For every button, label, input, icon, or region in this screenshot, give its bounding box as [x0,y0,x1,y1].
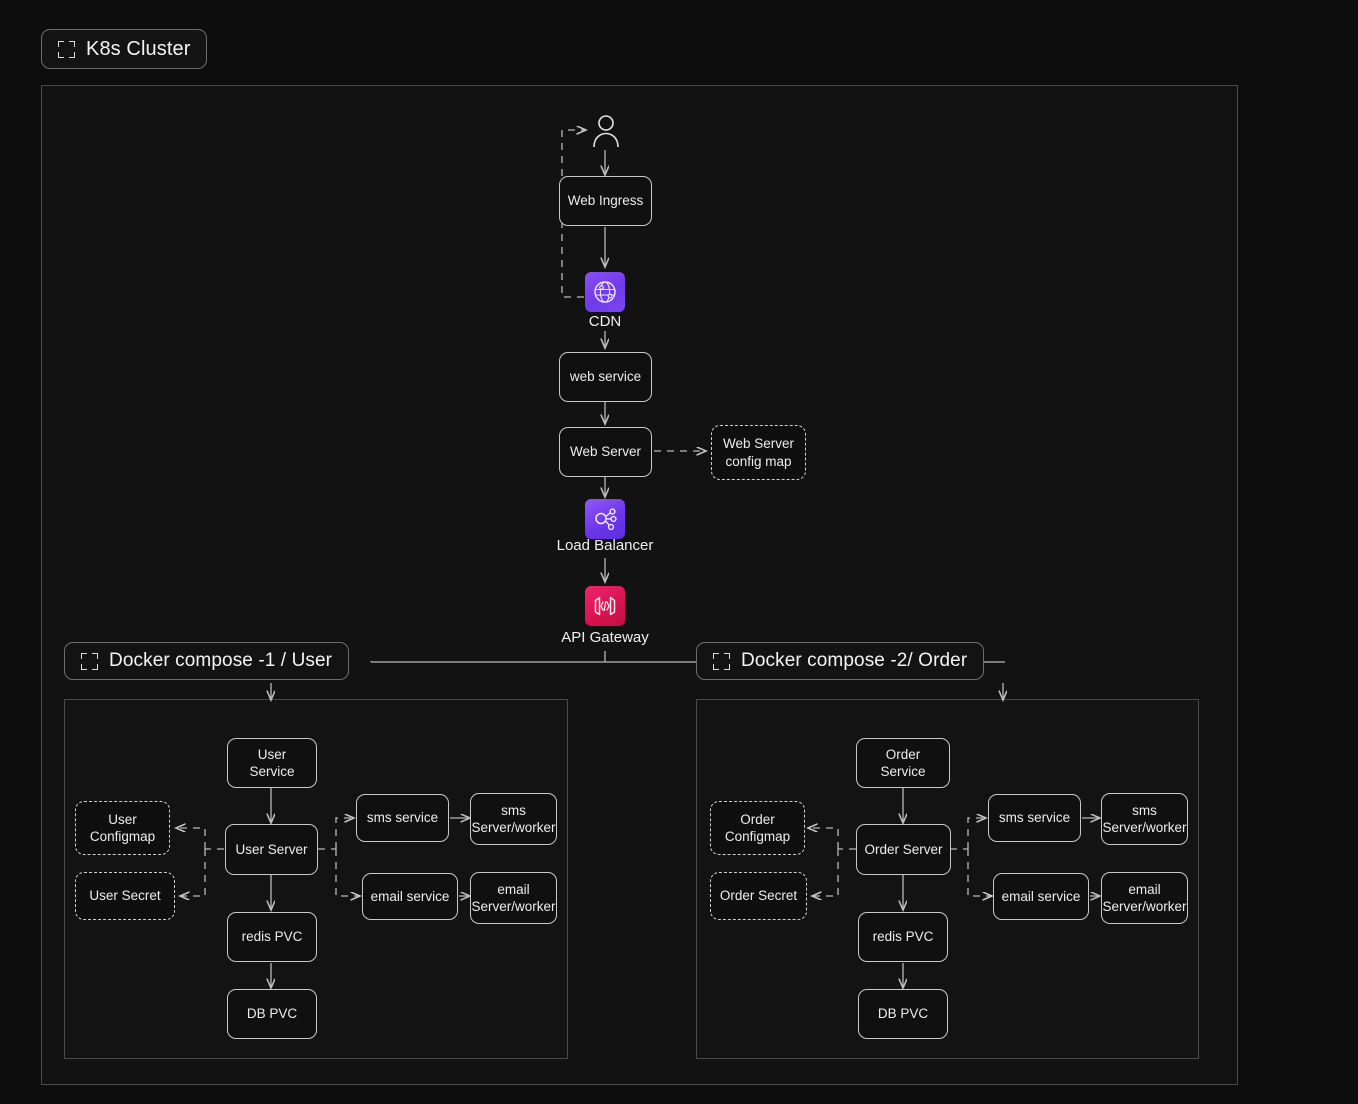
node-user-server[interactable]: User Server [225,824,318,875]
node-user-email-worker-line-1: email [497,881,530,897]
cdn-caption: CDN [588,313,622,330]
node-order-db-pvc-label: DB PVC [877,1006,929,1022]
node-user-email-worker[interactable]: email Server/worker [470,872,557,924]
node-user-configmap-line-1: User [108,811,137,827]
node-user-service-label: User Service [249,746,295,779]
load-balancer-icon-tile[interactable] [585,499,625,539]
bracket-frame-icon [713,652,730,670]
user-person-icon [590,114,622,153]
node-order-sms-worker-line-2: Server/worker [1102,820,1187,835]
node-order-sms-service-label: sms service [998,810,1071,826]
node-user-email-service[interactable]: email service [362,873,458,920]
node-web-server-label: Web Server [569,444,642,460]
node-user-configmap-line-2: Configmap [89,829,156,844]
node-user-redis-pvc[interactable]: redis PVC [227,912,317,962]
node-order-server-label: Order Server [864,841,943,857]
node-order-sms-worker[interactable]: sms Server/worker [1101,793,1188,845]
node-order-secret[interactable]: Order Secret [710,872,807,920]
config-map-line-1: Web Server [722,436,795,452]
node-order-email-worker-line-2: Server/worker [1102,899,1187,914]
node-user-sms-service-label: sms service [366,810,439,826]
node-user-db-pvc-label: DB PVC [246,1006,298,1022]
node-order-secret-label: Order Secret [719,888,798,904]
node-order-email-service[interactable]: email service [993,873,1089,920]
bracket-frame-icon [81,652,98,670]
docker-compose-order-label-text: Docker compose -2/ Order [741,650,968,671]
node-order-configmap[interactable]: Order Configmap [710,801,805,855]
node-user-sms-worker[interactable]: sms Server/worker [470,793,557,845]
node-user-sms-service[interactable]: sms service [356,794,449,842]
api-gateway-caption: API Gateway [561,629,649,646]
node-order-email-service-label: email service [1001,888,1081,904]
node-order-service-label: Order Service [880,746,926,779]
node-web-ingress[interactable]: Web Ingress [559,176,652,226]
node-order-sms-worker-line-1: sms [1132,802,1157,818]
node-web-service[interactable]: web service [559,352,652,402]
node-order-db-pvc[interactable]: DB PVC [858,989,948,1039]
docker-compose-user-label[interactable]: Docker compose -1 / User [64,642,350,680]
node-order-email-worker-line-1: email [1128,881,1161,897]
docker-compose-user-label-text: Docker compose -1 / User [109,650,333,671]
k8s-cluster-label-text: K8s Cluster [86,37,191,60]
node-order-service[interactable]: Order Service [856,738,950,788]
node-user-redis-pvc-label: redis PVC [241,929,303,945]
node-user-secret-label: User Secret [89,888,161,904]
node-web-service-label: web service [569,369,642,385]
node-user-email-service-label: email service [370,888,450,904]
node-order-configmap-line-2: Configmap [724,829,791,844]
node-user-sms-worker-line-1: sms [501,802,526,818]
api-gateway-icon-tile[interactable] [585,586,625,626]
node-user-server-label: User Server [235,841,308,857]
node-web-server[interactable]: Web Server [559,427,652,477]
cdn-icon-tile[interactable] [585,272,625,312]
globe-network-icon [594,281,616,303]
node-web-server-config-map[interactable]: Web Server config map [711,425,806,480]
k8s-cluster-label[interactable]: K8s Cluster [41,29,208,69]
config-map-line-2: config map [725,453,792,469]
node-user-configmap[interactable]: User Configmap [75,801,170,855]
node-user-email-worker-line-2: Server/worker [471,899,556,914]
share-nodes-icon [595,508,617,531]
node-order-configmap-line-1: Order [740,811,775,827]
node-order-server[interactable]: Order Server [856,824,951,875]
gateway-brackets-icon [594,596,616,616]
node-order-sms-service[interactable]: sms service [988,794,1081,842]
node-user-secret[interactable]: User Secret [75,872,175,920]
node-order-email-worker[interactable]: email Server/worker [1101,872,1188,924]
node-order-redis-pvc-label: redis PVC [872,929,934,945]
node-web-ingress-label: Web Ingress [567,193,644,209]
node-user-service[interactable]: User Service [227,738,317,788]
node-user-db-pvc[interactable]: DB PVC [227,989,317,1039]
bracket-frame-icon [58,40,75,58]
docker-compose-order-label[interactable]: Docker compose -2/ Order [696,642,985,680]
node-order-redis-pvc[interactable]: redis PVC [858,912,948,962]
load-balancer-caption: Load Balancer [556,537,654,554]
node-user-sms-worker-line-2: Server/worker [471,820,556,835]
